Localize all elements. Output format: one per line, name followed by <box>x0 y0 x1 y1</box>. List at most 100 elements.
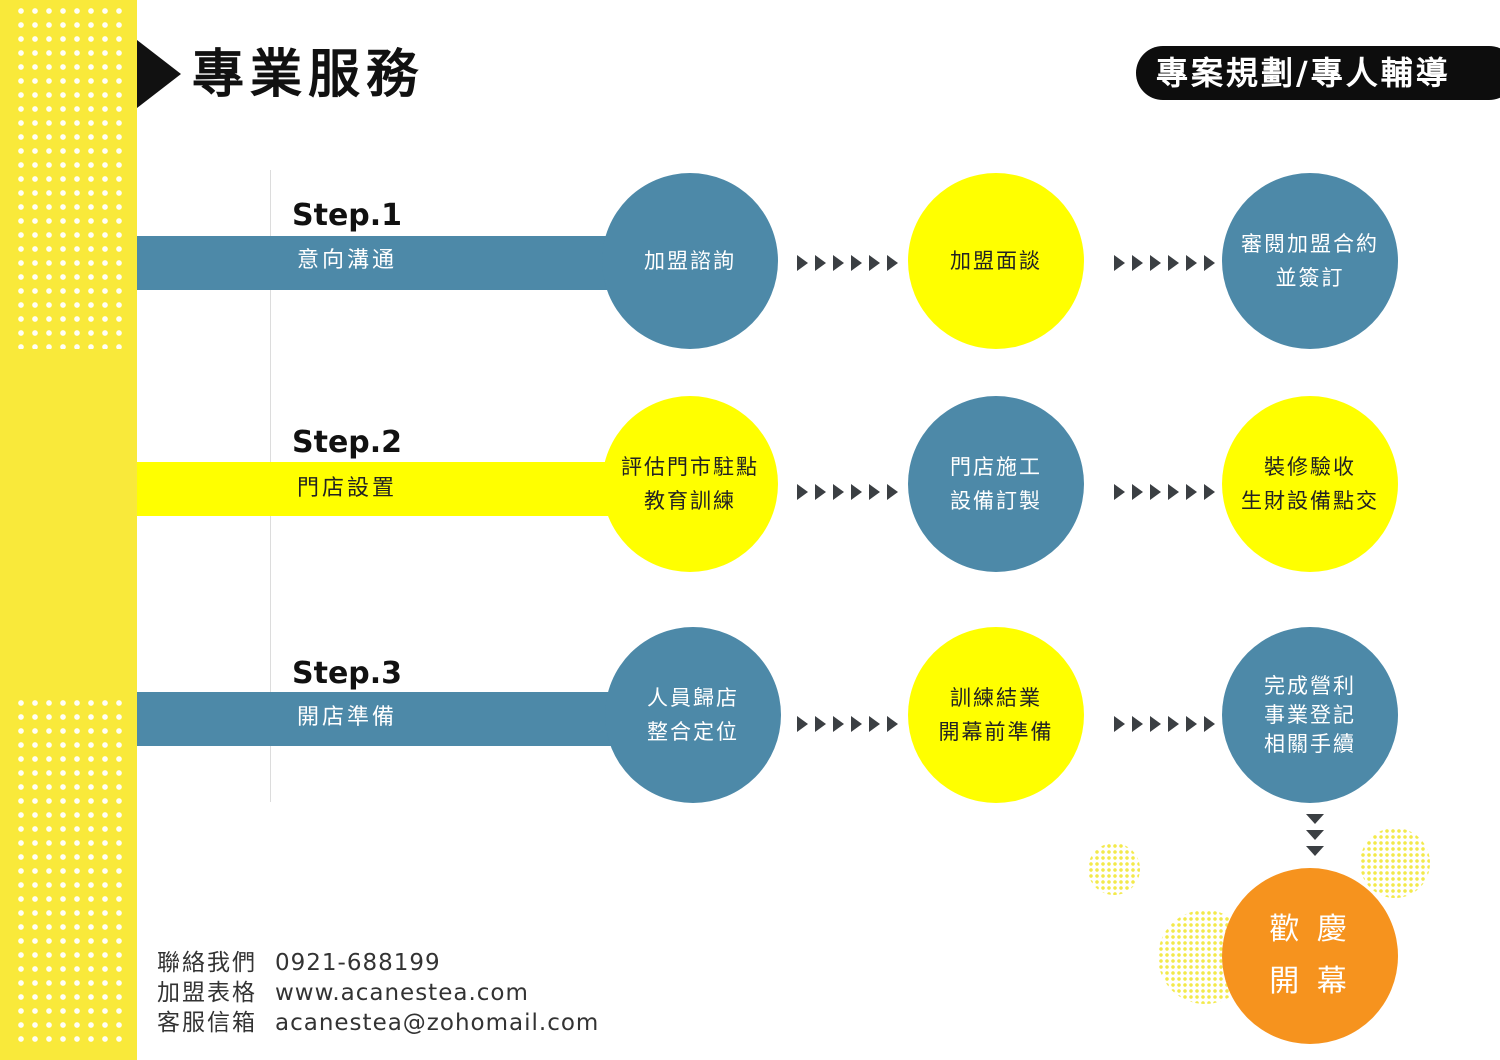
chevron-right-icon <box>1168 484 1179 500</box>
node-text-line: 並簽訂 <box>1275 266 1345 290</box>
node-text-line: 教育訓練 <box>644 489 736 513</box>
arrow-row <box>1114 255 1219 271</box>
chevron-right-icon <box>1186 484 1197 500</box>
step2-label: Step.2 <box>292 425 403 460</box>
contact-email: 客服信箱 acanestea@zohomail.com <box>157 1008 599 1038</box>
chevron-down-icon <box>1306 814 1324 824</box>
chevron-right-icon <box>797 255 808 271</box>
chevron-right-icon <box>833 255 844 271</box>
chevron-right-icon <box>1150 484 1161 500</box>
chevron-right-icon <box>1168 255 1179 271</box>
node-text-line: 相關手續 <box>1264 731 1356 756</box>
node-text-line: 整合定位 <box>647 720 739 744</box>
contact-label: 聯絡我們 <box>157 950 257 976</box>
chevron-down-icon <box>1306 846 1324 856</box>
title-arrow-icon <box>137 40 181 108</box>
node-text-line: 裝修驗收 <box>1264 455 1356 479</box>
node-text-line: 完成營利 <box>1264 673 1356 698</box>
chevron-right-icon <box>797 716 808 732</box>
step1-node-2: 加盟面談 <box>908 173 1084 349</box>
chevron-down-icon <box>1306 830 1324 840</box>
node-text-line: 人員歸店 <box>647 686 739 710</box>
step3-label: Step.3 <box>292 656 403 691</box>
chevron-right-icon <box>851 716 862 732</box>
chevron-right-icon <box>1132 484 1143 500</box>
node-text-line: 事業登記 <box>1264 702 1356 727</box>
chevron-right-icon <box>1186 255 1197 271</box>
step2-node-3: 裝修驗收 生財設備點交 <box>1222 396 1398 572</box>
dot-pattern-top <box>14 4 124 349</box>
step2-node-2: 門店施工 設備訂製 <box>908 396 1084 572</box>
arrow-row <box>797 255 902 271</box>
step1-label: Step.1 <box>292 198 403 233</box>
node-text-line: 訓練結業 <box>950 686 1042 710</box>
chevron-right-icon <box>1114 716 1125 732</box>
dotted-circle-decoration <box>1088 843 1140 895</box>
dotted-circle-decoration <box>1360 828 1430 898</box>
chevron-right-icon <box>1150 255 1161 271</box>
chevron-right-icon <box>1150 716 1161 732</box>
step2-band <box>137 462 617 516</box>
arrow-row <box>1114 716 1219 732</box>
step3-node-3: 完成營利 事業登記 相關手續 <box>1222 627 1398 803</box>
contact-phone: 聯絡我們 0921-688199 <box>157 948 441 978</box>
chevron-right-icon <box>851 484 862 500</box>
chevron-right-icon <box>1132 255 1143 271</box>
chevron-right-icon <box>887 484 898 500</box>
step1-node-1: 加盟諮詢 <box>602 173 778 349</box>
chevron-right-icon <box>833 484 844 500</box>
step3-node-1: 人員歸店 整合定位 <box>605 627 781 803</box>
chevron-right-icon <box>1204 255 1215 271</box>
node-text-line: 生財設備點交 <box>1241 489 1379 513</box>
chevron-right-icon <box>869 716 880 732</box>
chevron-right-icon <box>869 484 880 500</box>
contact-value[interactable]: www.acanestea.com <box>275 980 529 1006</box>
step1-band <box>137 236 617 290</box>
chevron-right-icon <box>797 484 808 500</box>
chevron-right-icon <box>869 255 880 271</box>
chevron-right-icon <box>815 484 826 500</box>
final-text-line: 開 幕 <box>1269 964 1351 999</box>
contact-website: 加盟表格 www.acanestea.com <box>157 978 529 1008</box>
step1-name: 意向溝通 <box>297 248 398 273</box>
header-badge: 專案規劃/專人輔導 <box>1136 46 1500 100</box>
step2-name: 門店設置 <box>297 476 398 501</box>
node-text-line: 加盟面談 <box>950 249 1042 273</box>
arrow-row <box>797 484 902 500</box>
contact-label: 加盟表格 <box>157 980 257 1006</box>
chevron-right-icon <box>851 255 862 271</box>
chevron-right-icon <box>815 255 826 271</box>
step3-band <box>137 692 617 746</box>
arrow-row <box>1114 484 1219 500</box>
arrow-row <box>797 716 902 732</box>
chevron-right-icon <box>887 255 898 271</box>
grand-opening-circle: 歡 慶 開 幕 <box>1222 868 1398 1044</box>
node-text-line: 設備訂製 <box>950 489 1042 513</box>
step2-node-1: 評估門市駐點 教育訓練 <box>602 396 778 572</box>
step3-name: 開店準備 <box>297 705 398 730</box>
chevron-right-icon <box>1132 716 1143 732</box>
chevron-right-icon <box>815 716 826 732</box>
step3-node-2: 訓練結業 開幕前準備 <box>908 627 1084 803</box>
dot-pattern-bottom <box>14 696 124 1046</box>
node-text-line: 評估門市駐點 <box>621 455 759 479</box>
chevron-right-icon <box>833 716 844 732</box>
node-text-line: 門店施工 <box>950 455 1042 479</box>
node-text-line: 加盟諮詢 <box>644 249 736 273</box>
page-title: 專業服務 <box>192 44 425 105</box>
chevron-right-icon <box>1114 484 1125 500</box>
node-text-line: 審閱加盟合約 <box>1241 232 1379 256</box>
final-text-line: 歡 慶 <box>1269 912 1351 947</box>
chevron-right-icon <box>1114 255 1125 271</box>
node-text-line: 開幕前準備 <box>938 720 1054 744</box>
down-arrow-row <box>1306 814 1324 856</box>
contact-label: 客服信箱 <box>157 1010 257 1036</box>
contact-value[interactable]: acanestea@zohomail.com <box>275 1010 600 1036</box>
contact-value: 0921-688199 <box>275 950 441 976</box>
chevron-right-icon <box>1168 716 1179 732</box>
chevron-right-icon <box>1204 484 1215 500</box>
chevron-right-icon <box>1204 716 1215 732</box>
chevron-right-icon <box>1186 716 1197 732</box>
chevron-right-icon <box>887 716 898 732</box>
step1-node-3: 審閱加盟合約 並簽訂 <box>1222 173 1398 349</box>
